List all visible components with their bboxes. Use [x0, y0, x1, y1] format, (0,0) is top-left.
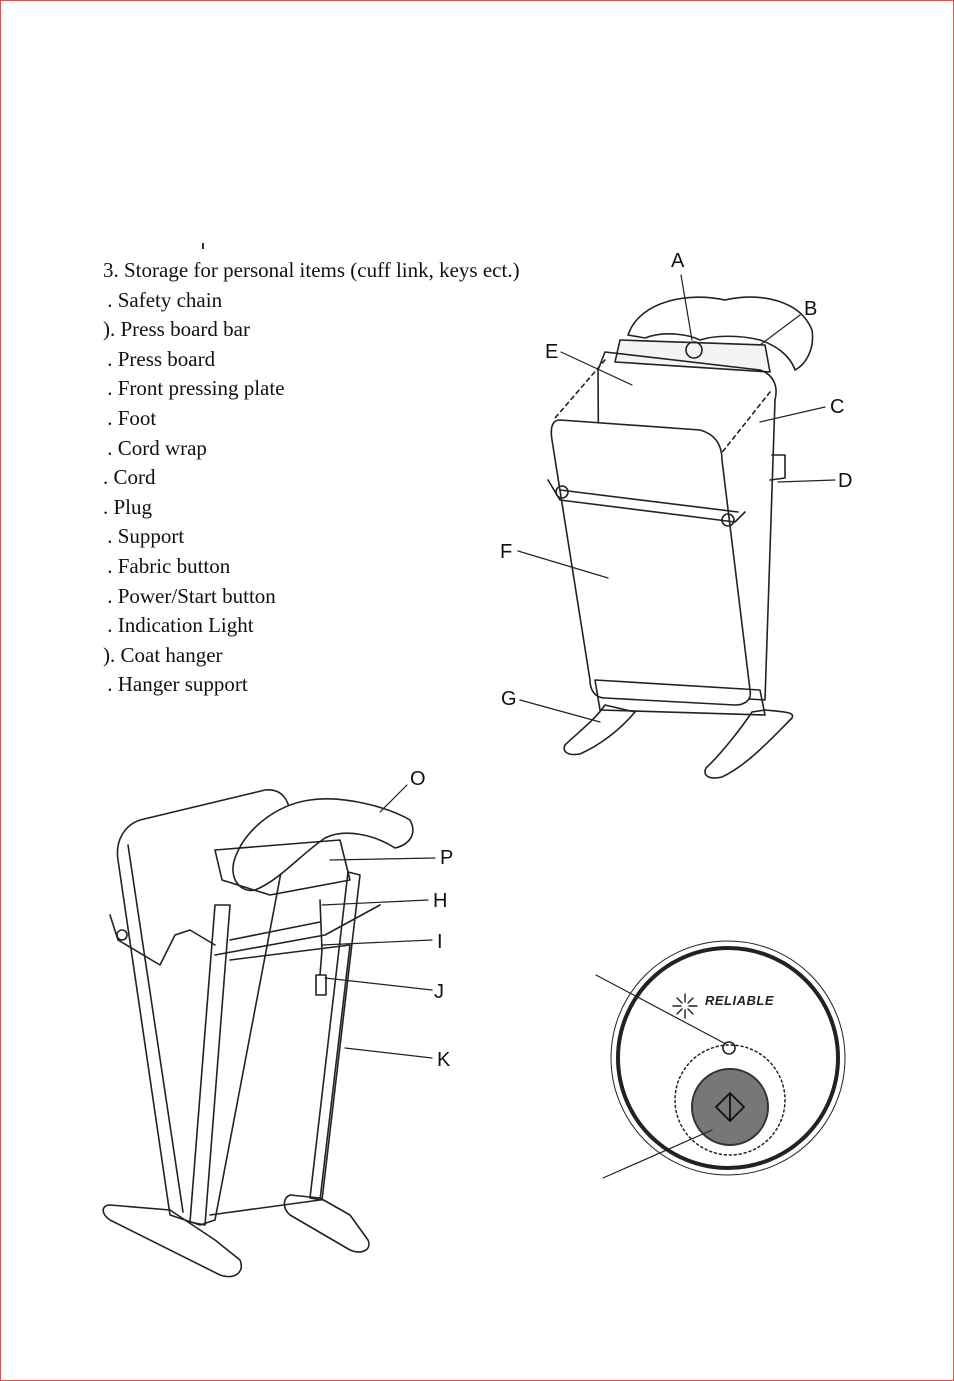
callout-o: O	[410, 768, 426, 790]
callout-g: G	[501, 688, 517, 710]
part-item-b: 3. Storage for personal items (cuff link…	[103, 258, 520, 282]
parts-list: 3. Storage for personal items (cuff link…	[103, 256, 520, 700]
rear-foot-left	[102, 1204, 242, 1278]
front-foot-right	[704, 709, 794, 779]
front-storage-tray	[614, 339, 771, 373]
callout-b: B	[804, 298, 817, 320]
rear-bar-loop	[109, 914, 216, 966]
control-panel: RELIABLE	[610, 940, 846, 1176]
front-pressing-plate	[550, 419, 752, 706]
part-item-m: . Power/Start button	[103, 583, 276, 608]
front-bar-knob-right	[721, 513, 735, 527]
callout-e: E	[545, 341, 558, 363]
front-dashed-edge-right	[719, 391, 771, 456]
part-item-l: . Fabric button	[103, 553, 231, 578]
front-base	[594, 679, 766, 716]
callout-a: A	[671, 250, 685, 272]
part-item-f: . Front pressing plate	[103, 376, 285, 401]
front-bar-knob-left	[555, 485, 569, 499]
rear-support-right	[309, 871, 361, 1201]
rear-leader-lines	[321, 784, 436, 1059]
indication-light	[722, 1041, 736, 1055]
panel-dotted-ring	[674, 1044, 786, 1156]
front-safety-chain	[769, 454, 786, 481]
rear-back-panel	[209, 944, 351, 1216]
rear-foot-right	[283, 1194, 370, 1253]
front-leader-lines	[517, 274, 836, 723]
front-foot-left	[563, 704, 636, 756]
callout-c: C	[830, 396, 844, 418]
part-item-o: ). Coat hanger	[103, 642, 223, 667]
panel-outer-ring	[610, 940, 846, 1176]
part-item-k: . Support	[103, 524, 185, 549]
brand-sunburst-icon	[672, 993, 698, 1019]
part-item-e: . Press board	[103, 346, 216, 371]
rear-cord	[319, 899, 323, 976]
part-item-g: . Foot	[103, 405, 157, 430]
part-item-n: . Indication Light	[103, 613, 254, 638]
callout-d: D	[838, 470, 852, 492]
power-icon	[715, 1092, 745, 1122]
rear-bar-knob	[116, 929, 128, 941]
rear-press-board-inner	[127, 844, 184, 1213]
brand-name: RELIABLE	[705, 993, 774, 1008]
rear-press-board	[116, 789, 292, 1226]
part-item-c: . Safety chain	[103, 287, 223, 312]
part-item-p: . Hanger support	[103, 672, 248, 697]
rear-support-cross	[214, 904, 381, 956]
callout-k: K	[437, 1049, 451, 1071]
part-item-j: . Plug	[103, 494, 153, 519]
panel-leader-lines	[595, 974, 725, 1179]
part-item-d: ). Press board bar	[103, 317, 250, 342]
rear-coat-hanger	[232, 798, 414, 892]
front-dashed-edge-left	[554, 359, 606, 419]
callout-j: J	[434, 981, 444, 1003]
callout-h: H	[433, 890, 447, 912]
part-item-h: . Cord wrap	[103, 435, 207, 460]
rear-plug	[315, 974, 327, 996]
callout-f: F	[500, 541, 512, 563]
rear-hanger-support	[214, 839, 351, 896]
part-item-i: . Cord	[103, 465, 156, 490]
callout-p: P	[440, 847, 453, 869]
front-power-button	[685, 341, 703, 359]
panel-inner-ring	[616, 946, 840, 1170]
rear-view-press	[102, 789, 414, 1278]
rear-support-left	[189, 904, 231, 1226]
clipped-list-mark	[202, 243, 204, 249]
front-view-press	[547, 296, 814, 779]
front-coat-hanger	[627, 296, 814, 371]
callout-i: I	[437, 931, 443, 953]
front-press-board-bar	[547, 479, 746, 523]
